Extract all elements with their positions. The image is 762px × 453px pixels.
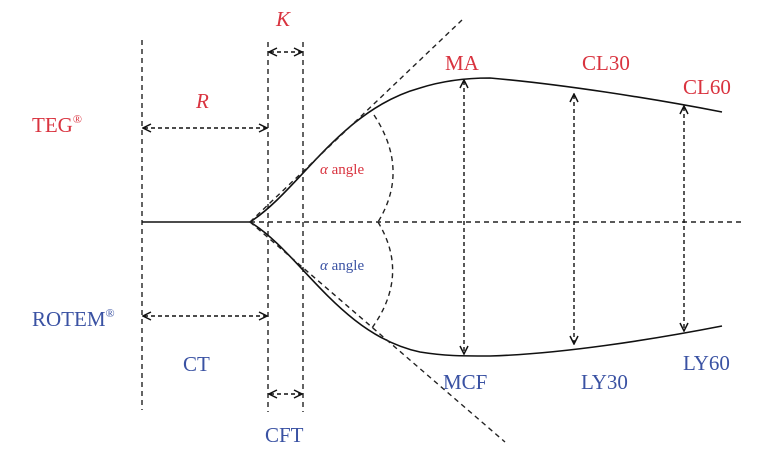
lower-trace [249,221,723,357]
cl60-label: CL60 [683,75,731,99]
r-label: R [195,89,209,113]
upper-angle-arc [373,114,394,223]
rotem-registered-mark: ® [106,306,115,320]
k-label: K [275,7,291,31]
teg-label: TEG® [32,112,82,137]
ma-label: MA [445,51,480,75]
lower-angle-arc [371,221,394,329]
cft-label: CFT [265,423,304,447]
rotem-label: ROTEM® [32,306,115,331]
lower-tangent-line [249,221,506,443]
ly30-label: LY30 [581,370,628,394]
cl30-label: CL30 [582,51,630,75]
rotem-alpha-angle-label: α angle [320,258,364,274]
upper-trace [249,77,723,223]
mcf-label: MCF [443,370,487,394]
teg-registered-mark: ® [73,112,82,126]
teg-alpha-angle-label: α angle [320,162,364,178]
ly60-label: LY60 [683,351,730,375]
upper-tangent-line [249,19,463,223]
ct-label: CT [183,352,210,376]
